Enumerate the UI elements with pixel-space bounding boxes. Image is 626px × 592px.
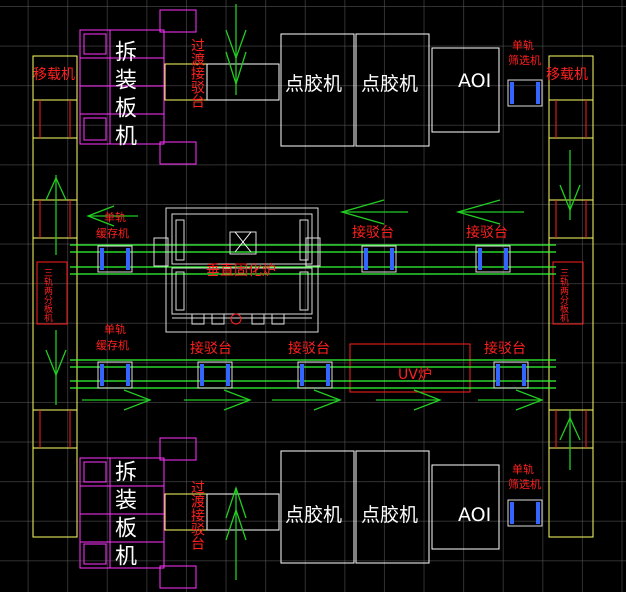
dispenser-top-1-box	[280, 33, 355, 147]
docking-lower-1: 接驳台	[190, 341, 232, 357]
rail-carrier	[297, 361, 333, 389]
rail-carrier	[97, 361, 133, 389]
single-rail-screen-bottom-line1: 单轨	[512, 463, 534, 476]
transfer-machine-left: 移载机	[33, 67, 75, 83]
aoi-bottom-box	[431, 464, 500, 550]
dispensing-machine-bottom-2: 点胶机	[361, 504, 419, 526]
docking-upper-2: 接驳台	[466, 225, 508, 241]
disassembly-machine-top: 拆装板机	[111, 40, 136, 152]
side-machine-right: 三轨两分板机	[558, 268, 568, 322]
single-rail-buffer-upper-line2: 缓存机	[96, 227, 129, 240]
rail-carrier	[475, 245, 511, 273]
right-transfer-frame	[548, 55, 594, 538]
right-lower-bay	[548, 409, 594, 449]
dispenser-bottom-2-box	[355, 450, 430, 564]
dispenser-top-2-box	[355, 33, 430, 147]
left-transfer-frame	[32, 55, 78, 538]
single-rail-buffer-lower-line2: 缓存机	[96, 339, 129, 352]
dispensing-machine-top-1: 点胶机	[285, 73, 343, 95]
left-upper-bay	[32, 199, 78, 239]
right-top-bay	[548, 99, 594, 139]
right-side-machine-box	[552, 261, 584, 325]
docking-upper-1: 接驳台	[352, 225, 394, 241]
side-machine-left: 三轨两分板机	[42, 268, 52, 322]
single-rail-buffer-upper-line1: 单轨	[104, 211, 126, 224]
vertical-curing-oven-label: 垂直固化炉	[206, 263, 276, 279]
left-lower-bay	[32, 409, 78, 449]
aoi-top-box	[431, 47, 500, 133]
transition-station-bottom: 过渡接驳台	[189, 480, 205, 550]
rail-carrier	[507, 499, 543, 527]
rail-carrier	[493, 361, 529, 389]
rail-carrier	[197, 361, 233, 389]
dispensing-machine-top-2: 点胶机	[361, 73, 419, 95]
disassembly-machine-bottom: 拆装板机	[111, 460, 136, 572]
dispenser-bottom-1-box	[280, 450, 355, 564]
transition-frame-top	[164, 63, 280, 101]
rail-carrier	[97, 245, 133, 273]
aoi-bottom: AOI	[458, 504, 492, 526]
transition-frame-bottom	[164, 493, 280, 531]
right-upper-bay	[548, 199, 594, 239]
uv-oven-box	[349, 343, 471, 393]
docking-lower-2: 接驳台	[288, 341, 330, 357]
single-rail-screen-top-line2: 筛选机	[508, 54, 541, 67]
left-top-bay	[32, 99, 78, 139]
single-rail-screen-bottom-line2: 筛选机	[508, 478, 541, 491]
uv-oven-label: UV炉	[398, 367, 432, 383]
left-side-machine-box	[36, 261, 68, 325]
single-rail-screen-top-line1: 单轨	[512, 39, 534, 52]
vertical-curing-oven	[153, 207, 321, 333]
rail-carrier	[361, 245, 397, 273]
single-rail-buffer-lower-line1: 单轨	[104, 323, 126, 336]
transition-station-top: 过渡接驳台	[189, 38, 205, 108]
dispensing-machine-bottom-1: 点胶机	[285, 504, 343, 526]
rail-carrier	[507, 79, 543, 107]
docking-lower-3: 接驳台	[484, 341, 526, 357]
transfer-machine-right: 移载机	[546, 67, 588, 83]
aoi-top: AOI	[458, 70, 492, 92]
